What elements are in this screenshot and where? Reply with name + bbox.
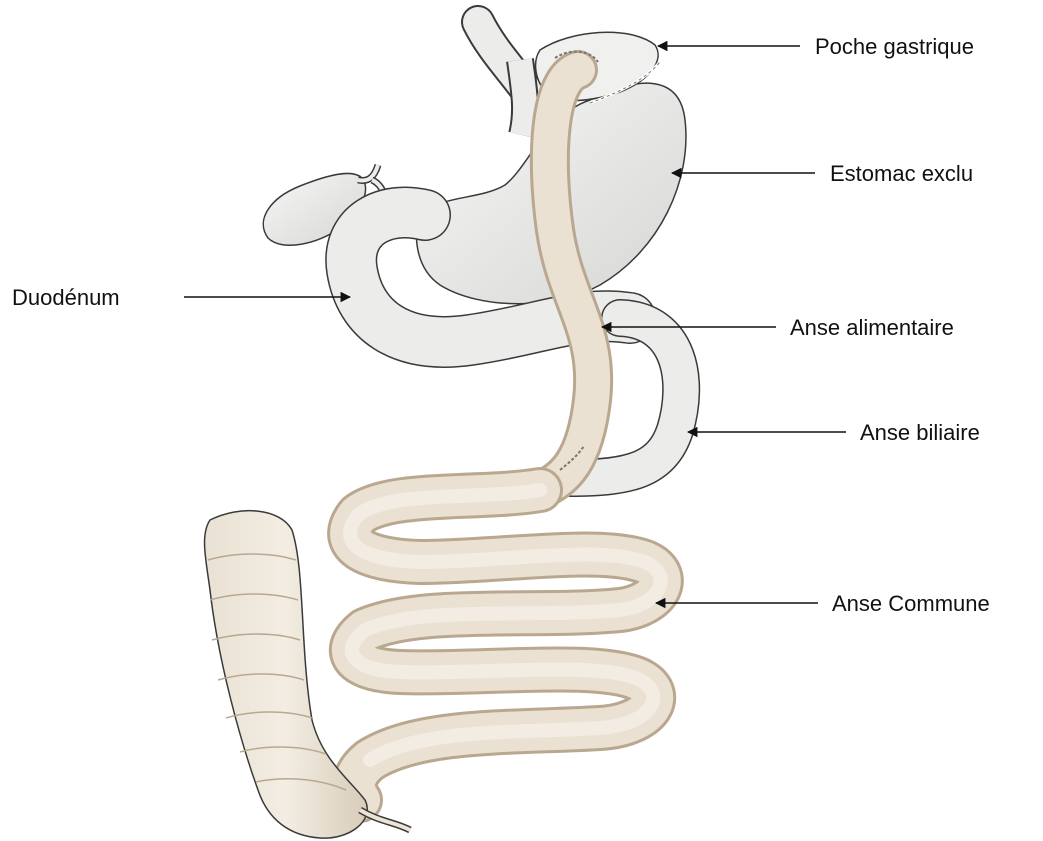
label-estomac-exclu: Estomac exclu (672, 161, 973, 186)
label-text: Duodénum (12, 285, 120, 310)
label-text: Anse Commune (832, 591, 990, 616)
label-text: Anse alimentaire (790, 315, 954, 340)
label-duodenum: Duodénum (12, 285, 350, 310)
label-text: Anse biliaire (860, 420, 980, 445)
common-loop (350, 490, 661, 800)
label-anse-commune: Anse Commune (656, 591, 990, 616)
label-anse-biliaire: Anse biliaire (688, 420, 980, 445)
esophagus (478, 22, 530, 135)
label-text: Estomac exclu (830, 161, 973, 186)
label-text: Poche gastrique (815, 34, 974, 59)
label-poche-gastrique: Poche gastrique (658, 34, 974, 59)
